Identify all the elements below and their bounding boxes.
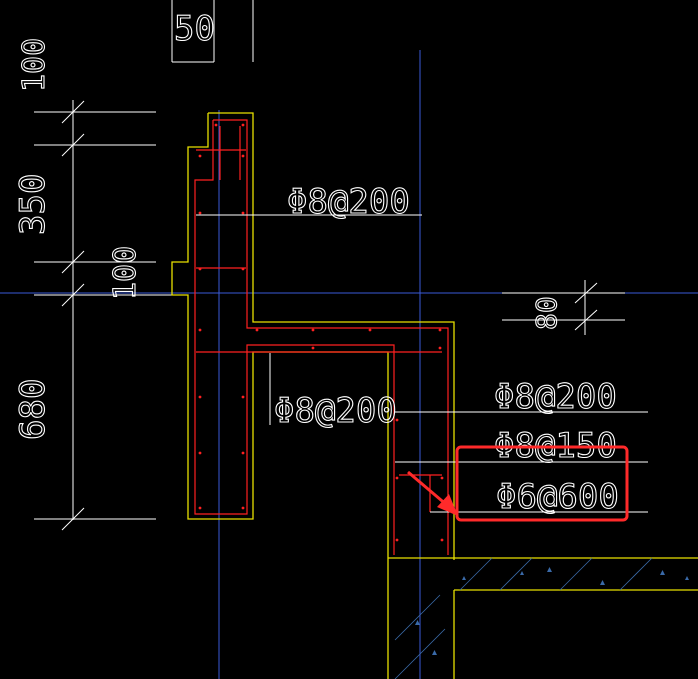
dim-text-50: 50 — [174, 9, 215, 49]
rebar-cage — [194, 119, 449, 555]
callout-rebar-right-1: Φ8@200 — [494, 377, 617, 417]
hatch-markers — [415, 567, 689, 655]
axis-lines — [0, 50, 698, 679]
top-dimension-lines — [171, 0, 254, 63]
callout-rebar-middle: Φ8@200 — [274, 391, 397, 431]
left-dimension-chain — [34, 100, 172, 531]
callout-rebar-highlighted: Φ6@600 — [496, 477, 619, 517]
arrow-icon — [407, 470, 458, 516]
dim-text-80: 80 — [530, 296, 563, 330]
concrete-outline — [171, 112, 698, 679]
concrete-hatch — [394, 557, 653, 679]
dim-text-100-mid: 100 — [108, 246, 143, 300]
dim-text-100-top: 100 — [17, 38, 52, 92]
callout-leaders — [196, 214, 648, 513]
highlight-box — [455, 445, 629, 522]
rebar-dots — [198, 123, 444, 542]
dim-text-680: 680 — [13, 379, 53, 440]
dim-text-350: 350 — [13, 174, 53, 235]
highlight-annotation — [407, 445, 629, 522]
callout-rebar-upper: Φ8@200 — [287, 182, 410, 222]
right-dimension-80 — [502, 280, 625, 335]
